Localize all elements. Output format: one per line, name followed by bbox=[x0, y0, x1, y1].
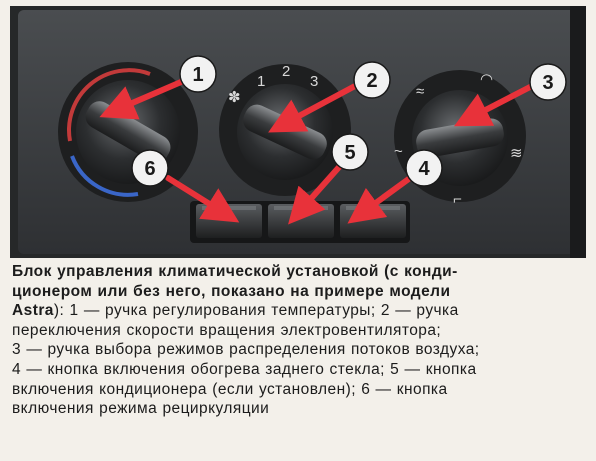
arrow-6 bbox=[165, 175, 240, 223]
windscreen-icon: ◠ bbox=[480, 71, 493, 88]
caption-line-2: ционером или без него, показано на приме… bbox=[12, 282, 451, 300]
caption-line-5: 3 — ручка выбора режимов распределения п… bbox=[12, 341, 480, 359]
callout-5: 5 bbox=[331, 133, 369, 171]
callout-6-label: 6 bbox=[144, 158, 155, 180]
face-vent-icon: ≈ bbox=[416, 83, 424, 100]
cold-scale-arc bbox=[70, 155, 139, 197]
callout-2: 2 bbox=[353, 61, 391, 99]
callout-arrows bbox=[99, 76, 535, 225]
defrost-icon: ≋ bbox=[510, 145, 523, 162]
caption-model-name: Astra bbox=[12, 302, 54, 320]
caption-line-7: включения кондиционера (если установлен)… bbox=[12, 380, 448, 398]
feet-vent-icon: ~ bbox=[394, 143, 403, 160]
callout-3-label: 3 bbox=[542, 72, 553, 94]
caption-line-3: ): 1 — ручка регулирования температуры; … bbox=[53, 302, 459, 320]
caption-line-4: переключения скорости вращения электрове… bbox=[12, 321, 442, 339]
caption-line-8: включения режима рециркуляции bbox=[12, 400, 270, 418]
hot-scale-arc bbox=[67, 68, 151, 142]
fan-scale-3: 3 bbox=[310, 73, 318, 90]
callout-2-label: 2 bbox=[366, 70, 377, 92]
fan-scale-2: 2 bbox=[282, 63, 290, 80]
caption-line-1: Блок управления климатической установкой… bbox=[12, 263, 458, 280]
fan-icon: ✽ bbox=[228, 89, 241, 106]
callout-4-label: 4 bbox=[418, 158, 430, 180]
air-distribution-knob-handle[interactable] bbox=[414, 117, 506, 160]
arrow-3 bbox=[454, 83, 535, 127]
callout-1: 1 bbox=[179, 55, 217, 93]
fan-scale-1: 1 bbox=[257, 73, 265, 90]
caption-line-6: 4 — кнопка включения обогрева заднего ст… bbox=[12, 360, 477, 378]
arrow-5 bbox=[288, 163, 343, 225]
arrow-2 bbox=[268, 83, 358, 133]
callout-5-label: 5 bbox=[344, 142, 355, 164]
callout-3: 3 bbox=[529, 63, 567, 101]
arrow-1 bbox=[99, 76, 191, 120]
climate-panel-photo: 1 2 3 ✽ ≈ ◠ ~ ≋ ⌐ 1 bbox=[10, 6, 586, 258]
callout-1-label: 1 bbox=[192, 64, 203, 86]
callout-4: 4 bbox=[405, 149, 443, 187]
floor-vent-icon: ⌐ bbox=[453, 191, 462, 208]
arrow-4 bbox=[347, 175, 413, 224]
figure-caption: Блок управления климатической установкой… bbox=[12, 262, 584, 419]
callout-6: 6 bbox=[131, 149, 169, 187]
